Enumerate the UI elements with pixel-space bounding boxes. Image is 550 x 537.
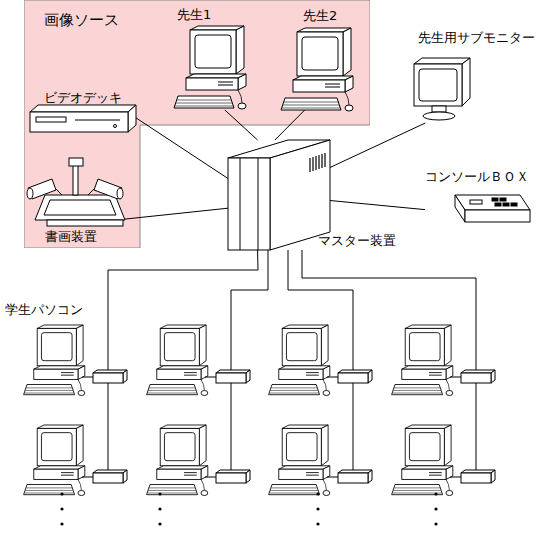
node-label: コンソールＢＯＸ xyxy=(425,169,529,184)
teacher-pc: 先生2 xyxy=(275,5,365,110)
band-outline xyxy=(24,0,370,248)
node-label: 先生用サブモニター xyxy=(418,30,535,45)
node-label: 先生2 xyxy=(303,8,337,23)
student-pc: 学生パソコン xyxy=(3,300,123,390)
sub-monitor: 先生用サブモニター xyxy=(405,28,540,123)
connection-line xyxy=(330,201,425,210)
node-label: 画像ソース xyxy=(44,11,119,29)
console-box-icon xyxy=(455,195,530,222)
continuation-dots xyxy=(60,492,437,525)
node-label: ビデオデッキ xyxy=(44,90,122,105)
image-source-band: 画像ソース 先生1 先生2 ビデオデッキ書画装置 xyxy=(24,0,370,248)
node-label: 書画装置 xyxy=(45,229,97,244)
connection-line xyxy=(108,250,258,300)
student-pc-icon xyxy=(24,325,495,496)
connection-line xyxy=(136,118,228,179)
teacher-pc: 先生1 xyxy=(165,5,260,110)
connection-line xyxy=(330,123,425,168)
student-bus-wires xyxy=(108,250,476,477)
node-label: 学生パソコン xyxy=(5,302,83,317)
master-unit: マスター装置 xyxy=(228,140,330,250)
master-tower-icon xyxy=(228,140,330,250)
band-fill xyxy=(24,0,370,248)
sub-monitor-icon xyxy=(414,58,470,120)
document-camera: 書画装置 xyxy=(28,150,133,246)
console-box: コンソールＢＯＸ xyxy=(425,165,540,227)
node-label: マスター装置 xyxy=(318,233,396,248)
node-label: 先生1 xyxy=(177,7,211,22)
video-deck: ビデオデッキ xyxy=(30,88,136,134)
